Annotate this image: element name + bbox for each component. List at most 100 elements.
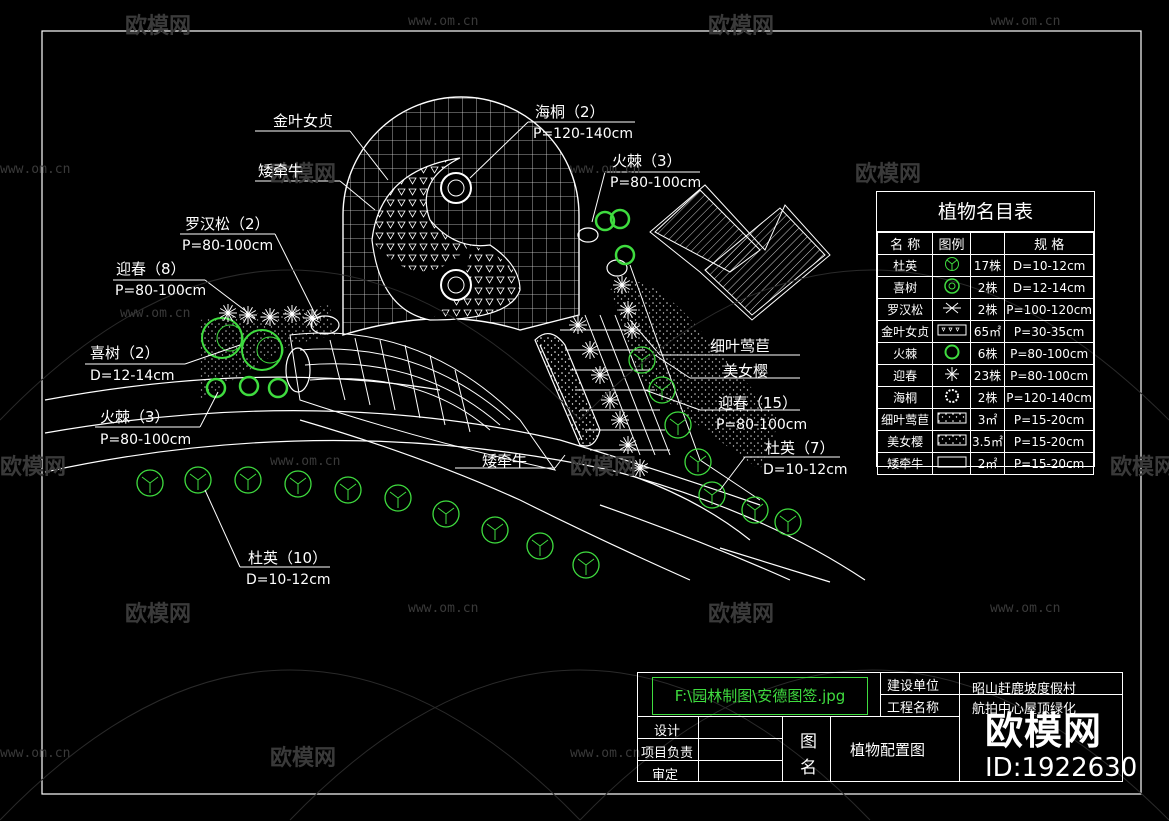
legend-qty: 23株 — [969, 364, 1006, 387]
label-duying-right-spec: D=10-12cm — [763, 462, 848, 478]
xishu-tree-inner — [256, 336, 284, 364]
yingchun-shrub-symbol — [619, 436, 637, 454]
watermark-url: www.om.cn — [0, 746, 71, 761]
legend-spec: P=15-20cm — [1004, 452, 1094, 475]
label-duying-right: 杜英（7） — [765, 439, 835, 457]
label-yingchun-left: 迎春（8） — [116, 260, 186, 278]
watermark-url: www.om.cn — [120, 306, 191, 321]
duying-tree-symbol — [741, 496, 769, 524]
label-haitong: 海桐（2） — [535, 103, 605, 121]
yingchun-shrub-symbol — [219, 304, 237, 322]
sculpture — [534, 333, 601, 447]
legend-qty: 2株 — [969, 276, 1006, 299]
legend-plant-name: 罗汉松 — [876, 298, 934, 321]
star-shrub-icon — [932, 364, 971, 387]
duying-tree-symbol — [572, 551, 600, 579]
legend-plant-name: 喜树 — [876, 276, 934, 299]
watermark-brand: 欧模网 — [855, 162, 922, 187]
legend-qty: 3.5㎡ — [969, 430, 1006, 453]
legend-plant-name: 矮牵牛 — [876, 452, 934, 475]
duying-tree-symbol — [684, 448, 712, 476]
legend-spec: P=15-20cm — [1004, 430, 1094, 453]
huoji-shrub-symbol — [614, 244, 636, 266]
watermark-brand: 欧模网 — [270, 162, 337, 187]
label-luohansong: 罗汉松（2） — [185, 215, 270, 233]
legend-qty: 65㎡ — [969, 320, 1006, 343]
building-footprints — [654, 189, 826, 316]
duying-tree-symbol — [664, 411, 692, 439]
yingchun-shrub-symbol — [581, 341, 599, 359]
duying-tree-symbol — [334, 476, 362, 504]
label-huoji-left: 火棘（3） — [100, 408, 170, 426]
label-meinvying: 美女樱 — [723, 362, 769, 380]
xishu-tree-symbol — [201, 317, 243, 359]
label-yingchun-right-spec: P=80-100cm — [716, 417, 808, 433]
watermark-url: www.om.cn — [990, 14, 1061, 29]
duying-tree-symbol — [648, 376, 676, 404]
hedge-pattern-icon — [932, 320, 971, 343]
duying-tree-symbol — [698, 481, 726, 509]
xishu-tree-symbol — [241, 329, 283, 371]
ring-shrub-icon — [932, 386, 971, 409]
legend-header-row: 名 称 图例 规 格 — [876, 232, 1094, 255]
label-duying-bottom-spec: D=10-12cm — [246, 572, 331, 588]
label-xiye-changpu: 细叶莺苣 — [710, 337, 771, 355]
project-lead-label: 项目负责 — [641, 746, 694, 761]
legend-header-spec: 规 格 — [1004, 232, 1094, 255]
dotted-box-icon — [932, 408, 971, 431]
legend-spec: D=10-12cm — [1004, 254, 1094, 277]
watermark-brand: 欧模网 — [708, 602, 775, 627]
watermark-brand: 欧模网 — [0, 455, 67, 480]
huoji-shrub-symbol — [594, 210, 616, 232]
huoji-shrub-symbol — [609, 208, 631, 230]
legend-qty: 2株 — [969, 298, 1006, 321]
watermark-url: www.om.cn — [270, 454, 341, 469]
watermark-brand: 欧模网 — [125, 14, 192, 39]
file-path-box: F:\园林制图\安德图签.jpg — [652, 677, 868, 715]
yingchun-shrub-symbol — [623, 321, 641, 339]
label-huoji-top: 火棘（3） — [612, 152, 682, 170]
legend-spec: P=100-120cm — [1004, 298, 1094, 321]
legend-plant-name: 火棘 — [876, 342, 934, 365]
yingchun-shrub-symbol — [619, 301, 637, 319]
watermark-brand: 欧模网 — [708, 14, 775, 39]
duying-tree-symbol — [234, 466, 262, 494]
label-aiqianniu-bottom: 矮牵牛 — [482, 452, 528, 470]
label-aiqianniu-top: 矮牵牛 — [258, 162, 304, 180]
yingchun-shrub-symbol — [591, 366, 609, 384]
legend-plant-name: 海桐 — [876, 386, 934, 409]
drawing-name: 植物配置图 — [850, 741, 926, 759]
label-huoji-left-spec: P=80-100cm — [100, 432, 192, 448]
duying-tree-symbol — [136, 469, 164, 497]
label-yingchun-left-spec: P=80-100cm — [115, 283, 207, 299]
tree-canopy-icon — [932, 276, 971, 299]
duying-tree-symbol — [481, 516, 509, 544]
drawing-label-1: 图 — [800, 732, 817, 752]
duying-tree-symbol — [184, 466, 212, 494]
legend-qty: 2㎡ — [969, 452, 1006, 475]
label-duying-bottom: 杜英（10） — [248, 549, 328, 567]
project-label: 工程名称 — [887, 701, 940, 716]
legend-header-icon: 图例 — [932, 232, 971, 255]
legend-header-qty — [969, 232, 1006, 255]
watermark-brand: 欧模网 — [270, 746, 337, 771]
shrub-icon — [932, 342, 971, 365]
yingchun-shrub-symbol — [303, 309, 321, 327]
legend-qty: 17株 — [969, 254, 1006, 277]
logo-id: ID:1922630 — [985, 753, 1138, 783]
duying-tree-symbol — [526, 532, 554, 560]
review-label: 审定 — [652, 768, 679, 783]
client-value: 昭山赶鹿坡度假村 — [972, 682, 1077, 697]
pine-icon — [932, 298, 971, 321]
project-value: 航拍中心屋顶绿化 — [972, 702, 1077, 717]
drawing-label-2: 名 — [800, 758, 817, 778]
